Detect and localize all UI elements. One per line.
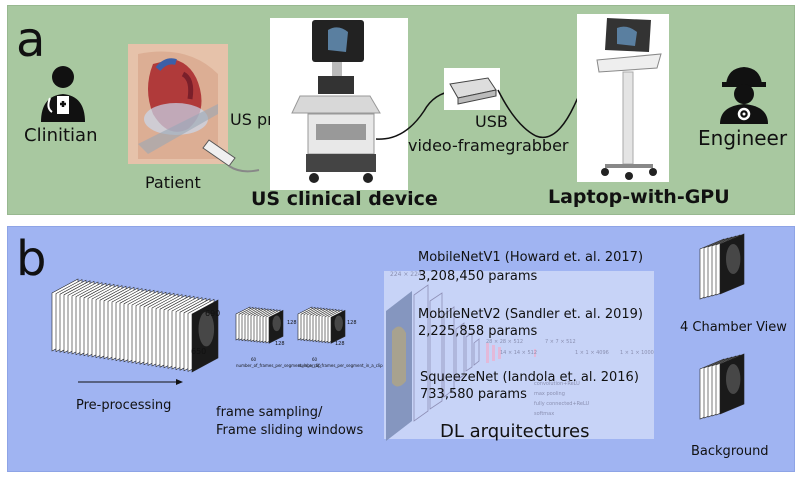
- layer-dim-3: 7 × 7 × 512: [545, 339, 576, 345]
- us-device-label: US clinical device: [251, 188, 438, 210]
- squeezenet-label: SqueezeNet (Iandola et. al. 2016): [420, 370, 639, 385]
- clip2-dim-128b: 128: [335, 341, 345, 347]
- clinician-label: Clinitian: [24, 125, 98, 146]
- clinician-icon: [41, 66, 85, 122]
- engineer-label: Engineer: [698, 126, 788, 150]
- dim-650-label: 650: [191, 347, 207, 356]
- framegrabber-label: video-framegrabber: [408, 136, 569, 155]
- mobilenetv2-label: MobileNetV2 (Sandler et. al. 2019): [418, 307, 643, 322]
- network-diagram: [386, 284, 536, 441]
- layer-dim-2: 14 × 14 × 512: [500, 350, 538, 356]
- panel-b: b 690 650 Pre-processing 128 128 128 128…: [7, 226, 795, 472]
- arrow-preprocessing: [78, 379, 183, 385]
- clip2-dim-60: 60: [312, 357, 318, 362]
- squeezenet-params: 733,580 params: [420, 387, 527, 402]
- frame-stack-clip-2: [297, 306, 346, 344]
- clip1-dim-128a: 128: [287, 320, 297, 326]
- legend-pool: max pooling: [534, 391, 565, 397]
- usb-label: USB: [475, 112, 508, 131]
- legend-fc: fully connected+ReLU: [534, 401, 590, 407]
- layer-dim-1: 28 × 28 × 512: [486, 339, 524, 345]
- frame-stack-preprocessing: [51, 278, 219, 373]
- patient-label: Patient: [145, 173, 201, 192]
- ultrasound-image: [726, 244, 741, 274]
- ultrasound-image: [726, 364, 741, 394]
- legend-conv: convolution+ReLU: [534, 381, 580, 387]
- engineer-icon: [720, 67, 768, 124]
- us-probe-icon: [202, 139, 260, 173]
- dim-690-label: 690: [205, 309, 221, 318]
- frame-stack-4-chamber: [699, 233, 745, 300]
- us-device-image: [291, 20, 381, 183]
- ultrasound-image: [334, 315, 343, 332]
- frame-stack-background: [699, 353, 745, 420]
- preprocessing-label: Pre-processing: [76, 398, 172, 413]
- clip1-dim-60: 60: [251, 357, 257, 362]
- ultrasound-image: [272, 315, 281, 332]
- background-label: Background: [691, 444, 769, 459]
- clip2-dim-128a: 128: [347, 320, 357, 326]
- mobilenetv1-label: MobileNetV1 (Howard et. al. 2017): [418, 250, 644, 265]
- frame-sliding-label: Frame sliding windows: [216, 423, 364, 438]
- mobilenetv2-params: 2,225,858 params: [418, 324, 538, 339]
- framegrabber-icon: [449, 77, 497, 105]
- four-chamber-label: 4 Chamber View: [680, 320, 787, 335]
- network-diagram-bg: [384, 271, 654, 439]
- ultrasound-image: [198, 311, 215, 347]
- net-input-label: 224 × 224: [390, 271, 422, 278]
- laptop-cart-image: [596, 18, 662, 180]
- frame-sampling-label: frame sampling/: [216, 405, 323, 420]
- layer-dim-4: 1 × 1 × 4096: [575, 350, 609, 356]
- cable-device-to-grabber: [375, 90, 455, 140]
- legend-softmax: softmax: [534, 411, 555, 417]
- dl-label: DL arquitectures: [440, 421, 590, 442]
- panel-b-letter: b: [16, 231, 47, 287]
- panel-a: a Clinitian US probe Patient US c: [7, 5, 795, 215]
- panel-a-letter: a: [16, 12, 46, 68]
- clip1-caption: number_of_frames_per_segment_in_a_clip: [236, 363, 321, 368]
- frame-stack-clip-1: [235, 306, 284, 344]
- laptop-label: Laptop-with-GPU: [548, 186, 730, 208]
- clip1-dim-128b: 128: [275, 341, 285, 347]
- clip2-caption: number_of_frames_per_segment_in_a_clip: [298, 363, 383, 368]
- layer-dim-5: 1 × 1 × 1000: [620, 350, 654, 356]
- mobilenetv1-params: 3,208,450 params: [418, 269, 538, 284]
